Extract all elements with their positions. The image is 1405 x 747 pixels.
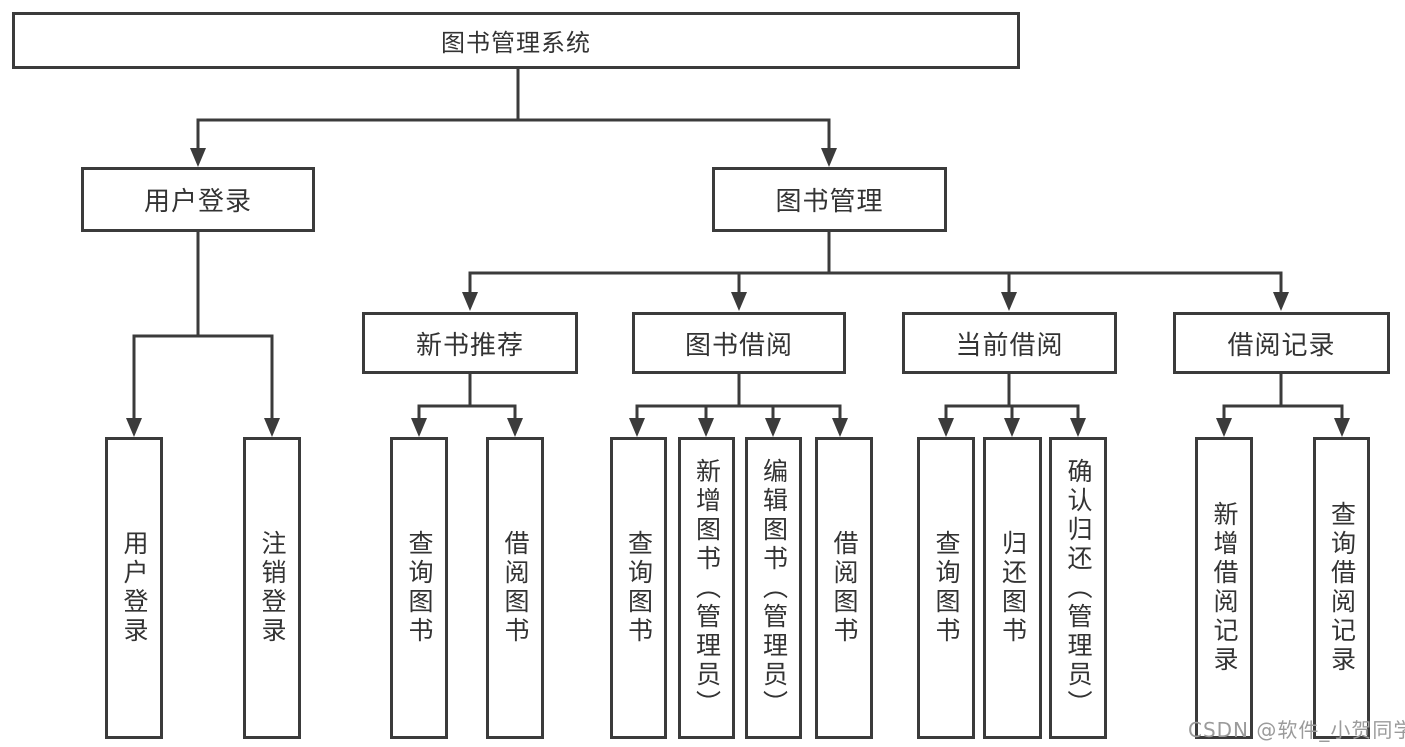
connector-new-book-branch (417, 404, 517, 419)
connector-user-login-branch (132, 334, 274, 419)
node-library-management-system: 图书管理系统 (12, 12, 1020, 69)
leaf-query-books-2: 查询图书 (610, 437, 667, 739)
connector-level3-branch (468, 271, 1283, 293)
arrowhead (264, 418, 280, 437)
arrowhead (821, 148, 837, 167)
arrowhead (832, 418, 848, 437)
leaf-query-borrow-record: 查询借阅记录 (1313, 437, 1370, 739)
connector-borrow-record-branch (1222, 404, 1344, 419)
leaf-user-login: 用户登录 (105, 437, 163, 739)
leaf-confirm-return-admin: 确认归还（管理员） (1049, 437, 1107, 739)
node-book-borrowing: 图书借阅 (632, 312, 846, 374)
leaf-add-borrow-record: 新增借阅记录 (1195, 437, 1253, 739)
arrowhead (1334, 418, 1350, 437)
arrowhead (765, 418, 781, 437)
arrowhead (698, 418, 714, 437)
connector-level2-branch (196, 118, 831, 149)
leaf-logout: 注销登录 (243, 437, 301, 739)
leaf-return-books: 归还图书 (983, 437, 1042, 739)
watermark-csdn: CSDN @软件_小贺同学 (1188, 718, 1405, 742)
leaf-query-books-1: 查询图书 (390, 437, 448, 739)
arrowhead (190, 148, 206, 167)
arrowhead (1216, 418, 1232, 437)
node-new-book-recommendation: 新书推荐 (362, 312, 578, 374)
node-user-login: 用户登录 (81, 167, 315, 232)
arrowhead (1001, 292, 1017, 311)
arrowhead (462, 292, 478, 311)
arrowhead (1004, 418, 1020, 437)
arrowhead (411, 418, 427, 437)
arrowhead (1273, 292, 1289, 311)
arrowhead (938, 418, 954, 437)
node-current-borrowing: 当前借阅 (902, 312, 1117, 374)
arrowhead (126, 418, 142, 437)
leaf-query-books-3: 查询图书 (917, 437, 975, 739)
node-book-management: 图书管理 (712, 167, 947, 232)
leaf-borrow-books-2: 借阅图书 (815, 437, 873, 739)
leaf-edit-books-admin: 编辑图书（管理员） (745, 437, 802, 739)
node-borrowing-records: 借阅记录 (1173, 312, 1390, 374)
leaf-borrow-books-1: 借阅图书 (486, 437, 544, 739)
arrowhead (629, 418, 645, 437)
arrowhead (1070, 418, 1086, 437)
connector-book-borrow-branch (635, 404, 842, 419)
leaf-add-books-admin: 新增图书（管理员） (678, 437, 735, 739)
arrowhead (731, 292, 747, 311)
arrowhead (507, 418, 523, 437)
